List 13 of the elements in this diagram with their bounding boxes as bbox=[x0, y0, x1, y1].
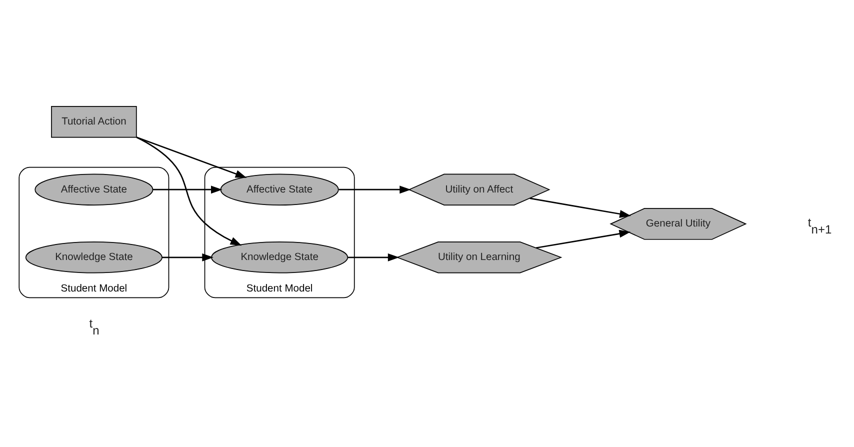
arrow bbox=[536, 230, 631, 249]
node-ellipse: Affective State bbox=[34, 174, 154, 206]
arrow bbox=[162, 253, 214, 262]
arrow bbox=[338, 186, 411, 194]
arrow bbox=[530, 198, 631, 218]
node-ellipse: Knowledge State bbox=[211, 242, 348, 274]
arrow bbox=[136, 136, 247, 178]
arrow bbox=[348, 253, 400, 262]
node-box: Tutorial Action bbox=[51, 106, 137, 138]
arrow bbox=[136, 136, 242, 246]
arrow bbox=[153, 186, 222, 194]
node-ellipse: Knowledge State bbox=[25, 242, 162, 274]
node-ellipse: Affective State bbox=[220, 174, 339, 206]
